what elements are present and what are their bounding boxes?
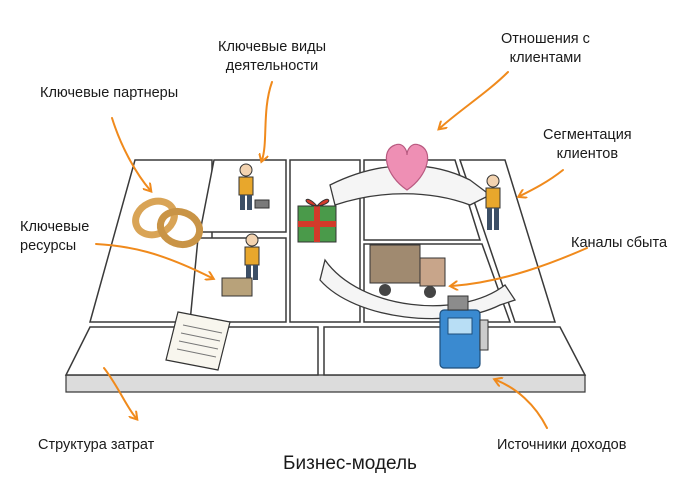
- pointer-arrows: [95, 71, 588, 429]
- arrow-customer-relationships: [440, 71, 509, 128]
- customer-icon: [485, 174, 501, 230]
- label-customer-relationships: Отношения с клиентами: [501, 30, 590, 68]
- label-cost-structure: Структура затрат: [38, 437, 155, 453]
- label-key-resources: Ключевые ресурсы: [20, 218, 89, 256]
- person-with-box-icon: [221, 233, 260, 297]
- label-customer-segments-line1: Сегментация: [543, 127, 632, 143]
- label-key-activities-line2: деятельности: [225, 58, 319, 74]
- arrow-channels: [452, 247, 588, 286]
- label-customer-relationships-line1: Отношения с: [501, 31, 590, 47]
- label-key-activities-line1: Ключевые виды: [218, 39, 326, 55]
- gift-icon: [297, 198, 337, 243]
- label-revenue-streams: Источники доходов: [497, 437, 627, 453]
- arrow-revenue-streams: [496, 380, 548, 429]
- arrow-key-activities: [262, 81, 273, 160]
- arrow-key-partners: [111, 117, 150, 190]
- cash-register-icon: [439, 295, 489, 369]
- document-icon: [165, 311, 231, 371]
- arrow-key-resources: [95, 243, 212, 278]
- heart-icon: [385, 143, 429, 191]
- label-key-partners: Ключевые партнеры: [40, 85, 179, 101]
- truck-icon: [369, 244, 446, 298]
- label-key-activities: Ключевые виды деятельности: [218, 38, 326, 76]
- arrow-cost-structure: [103, 367, 136, 418]
- label-key-resources-line2: ресурсы: [20, 238, 77, 254]
- diagram-title: Бизнес-модель: [283, 453, 417, 474]
- board-edge: [65, 374, 586, 393]
- customer-segments-block: [458, 159, 557, 323]
- label-customer-segments-line2: клиентов: [556, 146, 619, 162]
- arrow-customer-segments: [520, 169, 564, 196]
- label-customer-relationships-line2: клиентами: [509, 50, 582, 66]
- label-channels: Каналы сбыта: [571, 235, 668, 251]
- rings-icon: [132, 197, 204, 249]
- label-customer-segments: Сегментация клиентов: [543, 126, 632, 164]
- worker-icon: [238, 163, 270, 210]
- label-key-resources-line1: Ключевые: [20, 219, 90, 235]
